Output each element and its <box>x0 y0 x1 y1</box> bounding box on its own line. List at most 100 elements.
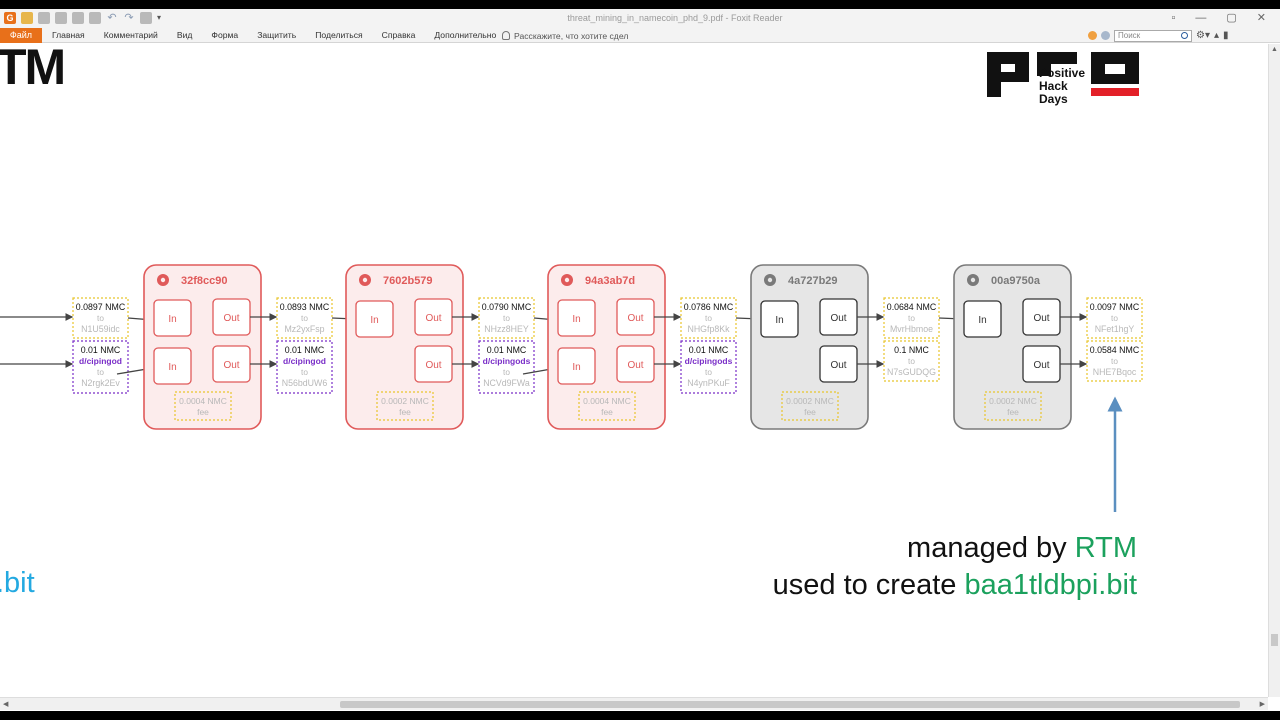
input-label: In <box>978 315 986 326</box>
output-label-box <box>478 297 535 339</box>
input-label: In <box>168 314 176 325</box>
output-label: Out <box>223 313 239 324</box>
output-amount: 0.01 NMC <box>689 345 729 355</box>
fee-amount: 0.0002 NMC <box>786 396 834 406</box>
output-to: to <box>503 313 510 323</box>
settings-gear-icon[interactable]: ⚙▾ <box>1196 30 1210 41</box>
input-node <box>153 347 192 385</box>
gear-icon-hole <box>160 277 166 283</box>
input-node <box>963 300 1002 338</box>
output-label: Out <box>425 360 441 371</box>
output-to: to <box>908 356 915 366</box>
output-address: N2rgk2Ev <box>81 378 120 388</box>
tell-me-text: Расскажите, что хотите сдел <box>514 30 629 41</box>
maximize-icon[interactable]: ▢ <box>1226 12 1237 24</box>
tab-extras[interactable]: Дополнительно <box>434 30 497 40</box>
output-address: NCVd9FWa <box>483 378 530 388</box>
output-amount: 0.01 NMC <box>487 345 527 355</box>
scroll-up-icon[interactable]: ▲ <box>1271 46 1278 53</box>
file-menu[interactable]: Файл <box>0 28 42 43</box>
output-label: Out <box>627 360 643 371</box>
restore-ribbon-icon[interactable]: ▫ <box>1171 12 1176 24</box>
fee-box <box>578 391 636 421</box>
output-label: Out <box>830 313 846 324</box>
output-domain: d/cipingods <box>483 356 531 366</box>
output-label: Out <box>830 360 846 371</box>
redo-icon[interactable]: ↷ <box>124 12 134 24</box>
fee-label: fee <box>1007 407 1019 417</box>
output-amount: 0.0684 NMC <box>887 302 937 312</box>
open-icon[interactable] <box>21 12 33 24</box>
minimize-icon[interactable]: — <box>1195 12 1207 24</box>
input-label: In <box>370 315 378 326</box>
profile-icon[interactable]: ▮ <box>1223 30 1229 41</box>
gear-icon-hole <box>970 277 976 283</box>
account-icon[interactable] <box>1101 31 1110 40</box>
output-amount: 0.0897 NMC <box>76 302 126 312</box>
output-address: N56bdUW6 <box>282 378 328 388</box>
email-icon[interactable] <box>72 12 84 24</box>
input-node <box>557 299 596 337</box>
tab-home[interactable]: Главная <box>52 30 85 40</box>
output-amount: 0.0097 NMC <box>1090 302 1140 312</box>
managed-highlight: RTM <box>1074 532 1137 564</box>
output-label: Out <box>1033 360 1049 371</box>
vertical-scroll-thumb[interactable] <box>1271 634 1278 646</box>
horizontal-scroll-thumb[interactable] <box>340 701 1240 708</box>
output-label-box <box>680 340 737 394</box>
scroll-right-icon[interactable]: ▶ <box>1259 701 1265 708</box>
horizontal-scrollbar[interactable]: ◀ ▶ <box>0 697 1268 710</box>
output-amount: 0.0893 NMC <box>280 302 330 312</box>
print-icon[interactable] <box>55 12 67 24</box>
fee-box <box>984 391 1042 421</box>
title-bar: G ↶ ↷ ▾ threat_mining_in_namecoin_phd_9.… <box>0 9 1280 28</box>
gear-icon-hole <box>564 277 570 283</box>
search-input[interactable]: Поиск <box>1114 29 1192 42</box>
transaction-id: 32f8cc90 <box>181 275 228 287</box>
undo-icon[interactable]: ↶ <box>107 12 117 24</box>
customize-arrow-icon[interactable]: ▾ <box>157 13 162 22</box>
fee-amount: 0.0004 NMC <box>583 396 631 406</box>
save-icon[interactable] <box>38 12 50 24</box>
used-prefix: used to create <box>772 569 965 601</box>
output-to: to <box>1111 356 1118 366</box>
output-to: to <box>301 313 308 323</box>
vertical-scrollbar[interactable]: ▲ <box>1268 44 1280 697</box>
favorites-icon[interactable] <box>1088 31 1097 40</box>
tell-me-box[interactable]: Расскажите, что хотите сдел <box>502 28 628 43</box>
hand-tool-icon[interactable] <box>140 12 152 24</box>
used-to-create-line: used to create baa1tldbpi.bit <box>600 569 1137 602</box>
logo-line-positive: Positive <box>1039 66 1086 80</box>
tab-help[interactable]: Справка <box>381 30 416 40</box>
fee-amount: 0.0004 NMC <box>179 396 227 406</box>
output-label-box <box>1086 340 1143 382</box>
tab-protect[interactable]: Защитить <box>257 30 297 40</box>
output-to: to <box>705 367 712 377</box>
output-domain: d/cipingod <box>283 356 326 366</box>
output-to: to <box>503 367 510 377</box>
output-address: MvrHbmoe <box>890 324 933 334</box>
scroll-left-icon[interactable]: ◀ <box>3 701 9 708</box>
foxit-logo-icon: G <box>4 12 16 24</box>
output-to: to <box>301 367 308 377</box>
tab-form[interactable]: Форма <box>211 30 239 40</box>
tab-share[interactable]: Поделиться <box>315 30 363 40</box>
input-label: In <box>168 362 176 373</box>
tab-comment[interactable]: Комментарий <box>103 30 158 40</box>
search-placeholder: Поиск <box>1118 30 1141 40</box>
new-document-icon[interactable] <box>89 12 101 24</box>
used-highlight: baa1tldbpi.bit <box>964 569 1137 601</box>
close-icon[interactable]: ✕ <box>1256 12 1266 24</box>
output-to: to <box>97 367 104 377</box>
phd-logo <box>987 52 1139 97</box>
tab-view[interactable]: Вид <box>176 30 193 40</box>
output-to: to <box>908 313 915 323</box>
search-icon[interactable] <box>1181 31 1188 39</box>
collapse-ribbon-icon[interactable]: ▴ <box>1213 30 1220 41</box>
output-label-box <box>72 297 129 339</box>
output-to: to <box>1111 313 1118 323</box>
output-label: Out <box>223 360 239 371</box>
fee-box <box>174 391 232 421</box>
output-label-box <box>883 340 940 382</box>
